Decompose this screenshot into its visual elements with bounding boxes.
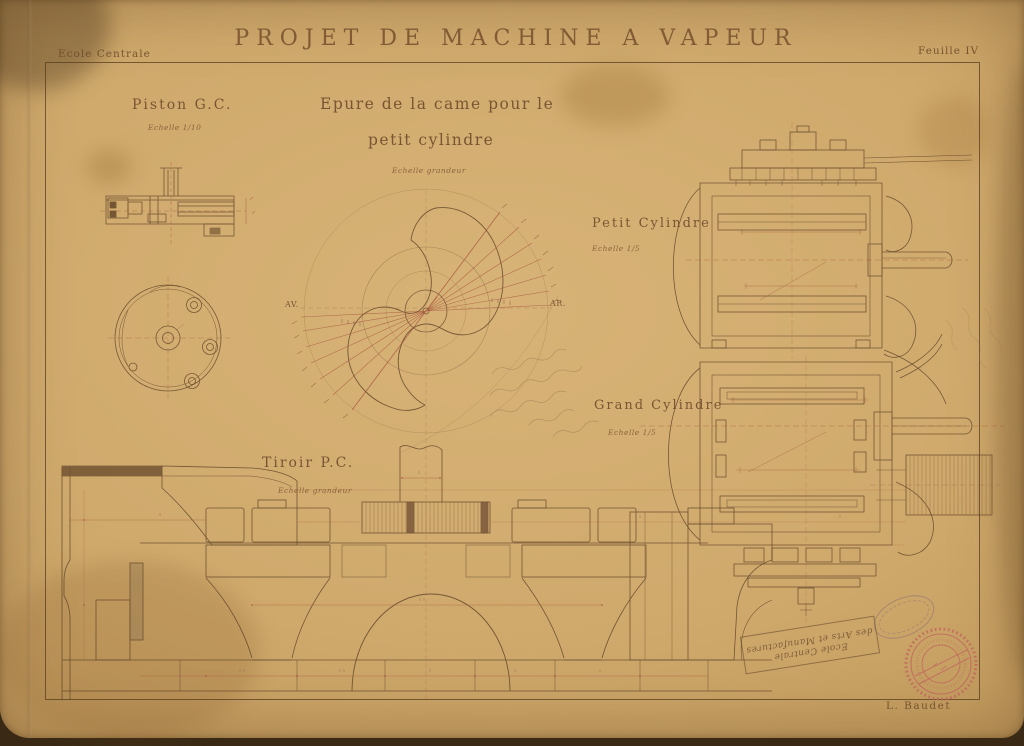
grand-cylindre-centerlines [640, 356, 1004, 625]
sheet-number-label: Feuille IV [918, 45, 980, 57]
cam-fan-lines [300, 211, 552, 411]
petit-cylindre-view-scale: Echelle 1/5 [592, 244, 641, 253]
tiroir-dimension-lines [70, 447, 906, 700]
tiroir-view-title: Tiroir P.C. [262, 455, 355, 471]
cam-view-scale: Echelle grandeur [392, 166, 466, 175]
cam-centerlines [300, 190, 552, 447]
cam-epure-drawing [291, 188, 559, 447]
paper-fold-line [28, 0, 31, 738]
grand-cylindre-view-scale: Echelle 1/5 [608, 428, 657, 437]
piston-view-title: Piston G.C. [132, 97, 233, 113]
tiroir-drawing [61, 445, 773, 700]
petit-cylindre-view-title: Petit Cylindre [592, 216, 711, 231]
tiroir-view-scale: Echelle grandeur [278, 486, 352, 495]
cam-label-ar: AR. [550, 299, 566, 308]
cam-profile [347, 207, 504, 411]
gland-block-drawing [870, 454, 1000, 516]
signature: L. Baudet [886, 700, 952, 712]
grand-cylindre-view-title: Grand Cylindre [594, 398, 724, 413]
cam-view-title-line2: petit cylindre [368, 131, 495, 149]
cam-view-title-line1: Epure de la came pour le [320, 95, 555, 113]
sheet-border-frame [45, 62, 980, 700]
sheet-title: PROJET DE MACHINE A VAPEUR [234, 26, 798, 51]
dimension-digit-marks [159, 471, 841, 672]
piston-section-drawing [105, 167, 235, 237]
petit-cylindre-drawing [672, 125, 973, 405]
red-round-stamp [904, 627, 978, 701]
cam-label-av: AV. [285, 300, 299, 309]
pencil-handwriting [401, 295, 1003, 453]
institution-label: Ecole Centrale [58, 48, 151, 60]
piston-flange-centerlines [108, 276, 230, 400]
piston-view-scale: Echelle 1/10 [148, 123, 202, 132]
cam-fraction-ticks [291, 203, 559, 419]
petit-cylindre-centerlines [686, 122, 968, 360]
piston-section-centerlines [100, 162, 256, 246]
